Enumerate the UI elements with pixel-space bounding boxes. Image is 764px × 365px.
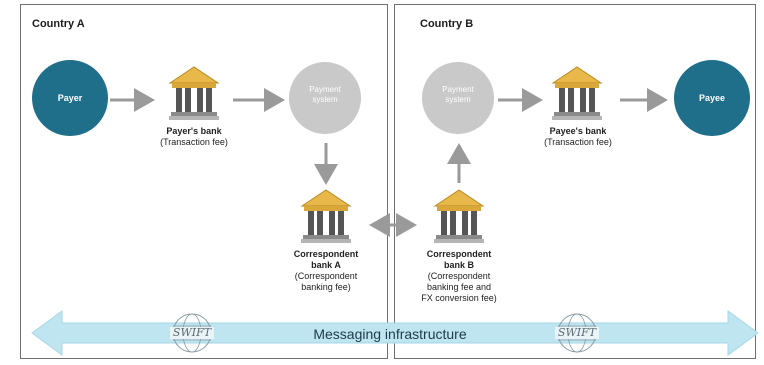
correspondent-bank-a-icon [300, 189, 352, 243]
messaging-infrastructure-label: Messaging infrastructure [313, 326, 467, 342]
payment-system-b-circle [422, 62, 494, 134]
swift-logo-left-text: SWIFT [172, 326, 212, 339]
swift-logo-right-text: SWIFT [557, 326, 597, 339]
payer-circle [32, 60, 108, 136]
payment-system-a-label: Payment system [309, 85, 341, 104]
payees-bank-caption: Payee's bank (Transaction fee) [544, 126, 612, 147]
correspondent-bank-b-icon [433, 189, 485, 243]
country-a-title: Country A [32, 18, 85, 30]
payment-system-a-circle [289, 62, 361, 134]
swift-logo-left [170, 313, 214, 353]
payees-bank-icon [551, 66, 603, 120]
payers-bank-icon [168, 66, 220, 120]
payer-label: Payer [57, 93, 83, 103]
payee-circle [674, 60, 750, 136]
correspondent-bank-a-caption: Correspondent bank A (Correspondent bank… [293, 249, 359, 292]
messaging-band [31, 310, 759, 356]
payers-bank-caption: Payer's bank (Transaction fee) [160, 126, 228, 147]
swift-logo-right [555, 313, 599, 353]
country-b-title: Country B [420, 18, 474, 30]
payee-label: Payee [698, 93, 726, 103]
payment-system-b-label: Payment system [442, 85, 474, 104]
correspondent-bank-b-caption: Correspondent bank B (Correspondent bank… [421, 249, 497, 303]
